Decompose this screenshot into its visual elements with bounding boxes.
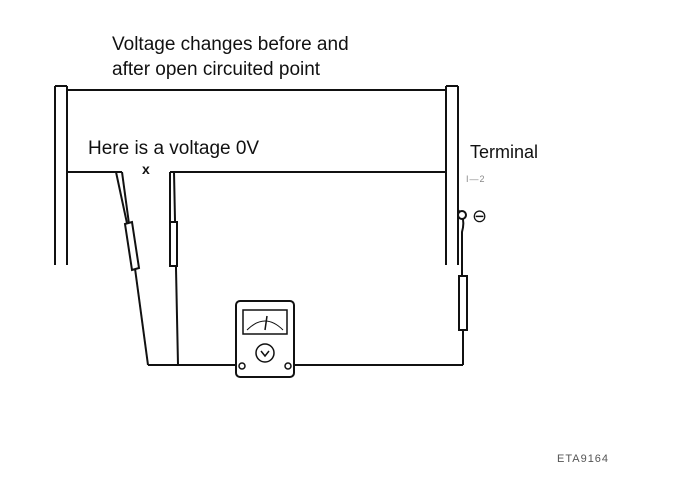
terminal-lead — [457, 209, 468, 331]
right-probe-lead — [169, 171, 179, 366]
figure-code: ETA9164 — [557, 453, 610, 465]
title-line-2: after open circuited point — [112, 59, 321, 80]
title-line-1: Voltage changes before and — [112, 34, 349, 55]
voltmeter — [235, 300, 295, 378]
meter-wiring — [148, 330, 464, 366]
open-point-note: Here is a voltage 0V — [88, 138, 260, 159]
left-probe-lead — [115, 171, 149, 366]
terminal-label: Terminal — [470, 142, 539, 162]
open-point-marker: x — [142, 161, 150, 177]
meter-jack-right — [284, 362, 292, 370]
negative-terminal-icon: ⊖ — [472, 206, 488, 226]
terminal-sublabel: I—2 — [466, 174, 486, 184]
meter-dial — [255, 343, 275, 363]
left-connector — [54, 85, 68, 265]
right-connector — [445, 85, 459, 265]
meter-jack-left — [238, 362, 246, 370]
